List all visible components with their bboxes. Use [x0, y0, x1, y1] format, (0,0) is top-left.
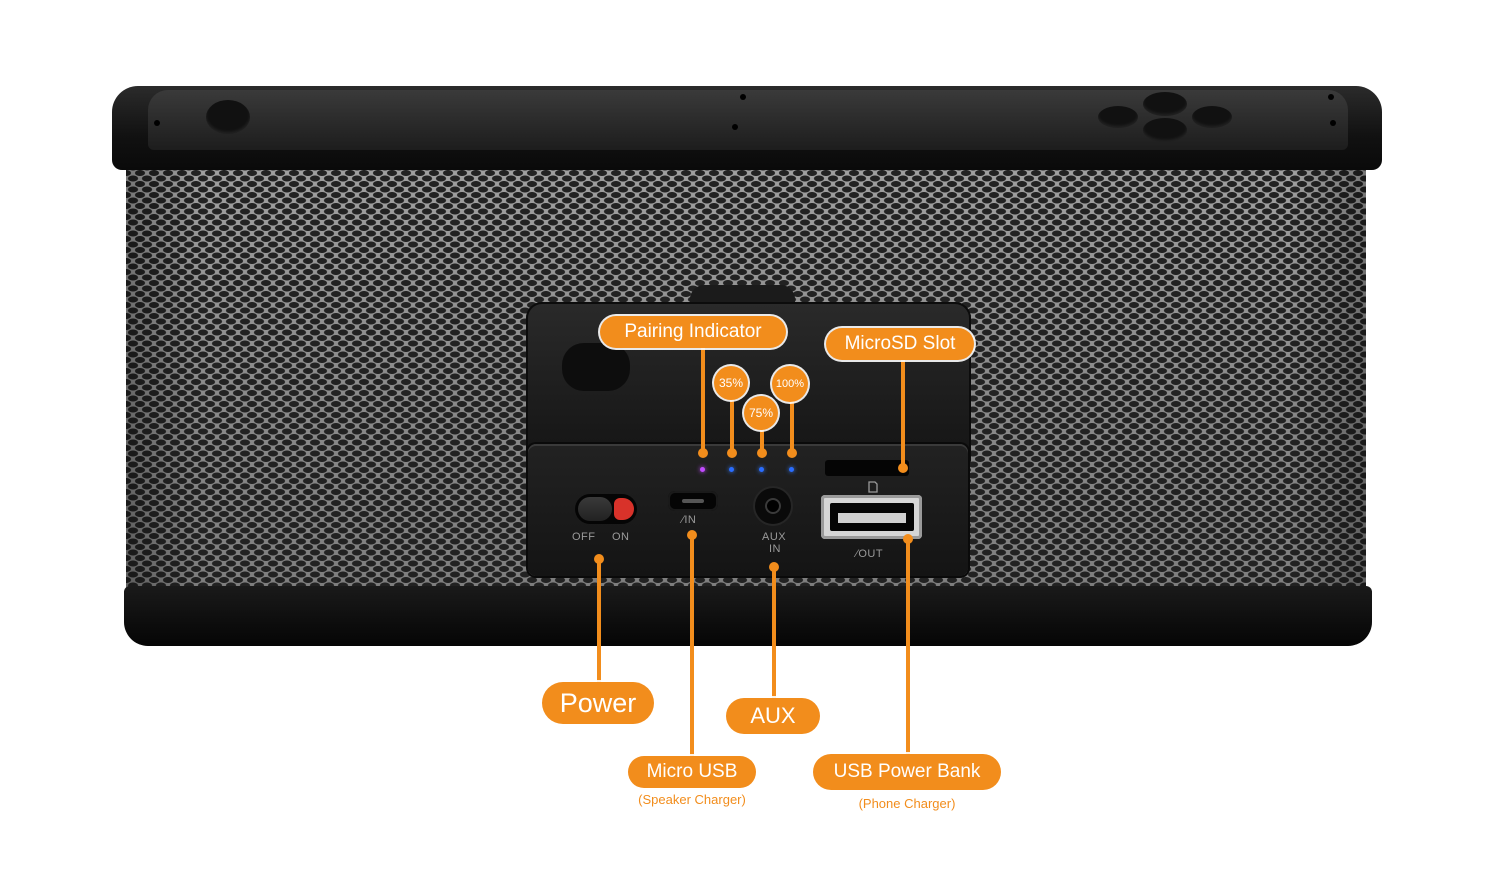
micro-usb-callout: Micro USB — [628, 756, 756, 788]
microsd-slot-callout: MicroSD Slot — [826, 328, 974, 360]
battery-100-leader-line — [790, 398, 794, 452]
usb-a-port-tongue — [838, 513, 906, 523]
speaker-top-panel — [148, 90, 1348, 150]
aux-leader-dot — [769, 562, 779, 572]
volume-down-button[interactable] — [1098, 106, 1138, 128]
usb-power-bank-leader-line — [906, 538, 910, 754]
aux-label-line2: IN — [769, 543, 781, 555]
screw — [1330, 120, 1336, 126]
battery-100-leader-dot — [787, 448, 797, 458]
switch-on-label: ON — [612, 531, 630, 543]
battery-35-leader-dot — [727, 448, 737, 458]
micro-usb-subtitle: (Speaker Charger) — [638, 792, 746, 807]
aux-leader-line — [772, 566, 776, 704]
usb-power-bank-leader-dot — [903, 534, 913, 544]
volume-up-button[interactable] — [1192, 106, 1232, 128]
battery-led-75 — [759, 467, 764, 472]
battery-100-callout: 100% — [772, 366, 808, 402]
usb-power-bank-callout: USB Power Bank — [813, 754, 1001, 790]
usb-out-label: ⁄OUT — [856, 548, 884, 560]
battery-75-leader-line — [760, 428, 764, 452]
power-switch-knob — [578, 497, 612, 521]
play-pause-button[interactable] — [1143, 92, 1187, 116]
battery-75-callout: 75% — [744, 396, 778, 430]
micro-usb-leader-dot — [687, 530, 697, 540]
screw — [732, 124, 738, 130]
pairing-led — [700, 467, 705, 472]
screw — [1328, 94, 1334, 100]
usb-power-bank-subtitle: (Phone Charger) — [858, 796, 956, 811]
microsd-leader-dot — [898, 463, 908, 473]
sd-card-icon — [868, 481, 878, 493]
pairing-leader-line — [701, 345, 705, 453]
pairing-indicator-callout: Pairing Indicator — [600, 316, 786, 348]
power-leader-line — [597, 558, 601, 682]
battery-led-35 — [729, 467, 734, 472]
battery-35-leader-line — [730, 398, 734, 452]
battery-35-callout: 35% — [714, 366, 748, 400]
aux-jack[interactable] — [765, 498, 781, 514]
cover-flap-plug — [562, 343, 630, 391]
power-switch-red-indicator — [614, 498, 634, 520]
aux-callout: AUX — [726, 698, 820, 734]
speaker-bottom-cap — [124, 586, 1372, 646]
aux-label-line1: AUX — [762, 531, 787, 543]
power-leader-dot — [594, 554, 604, 564]
micro-usb-leader-line — [690, 534, 694, 760]
battery-led-100 — [789, 467, 794, 472]
micro-usb-slot — [682, 499, 704, 503]
micro-usb-in-label: ⁄IN — [682, 514, 697, 526]
battery-75-leader-dot — [757, 448, 767, 458]
pairing-leader-dot — [698, 448, 708, 458]
microsd-leader-line — [901, 358, 905, 468]
switch-off-label: OFF — [572, 531, 596, 543]
screw — [154, 120, 160, 126]
power-callout: Power — [542, 682, 654, 724]
top-logo-button — [206, 100, 250, 134]
microsd-slot[interactable] — [825, 460, 909, 476]
screw — [740, 94, 746, 100]
skip-button[interactable] — [1143, 118, 1187, 142]
